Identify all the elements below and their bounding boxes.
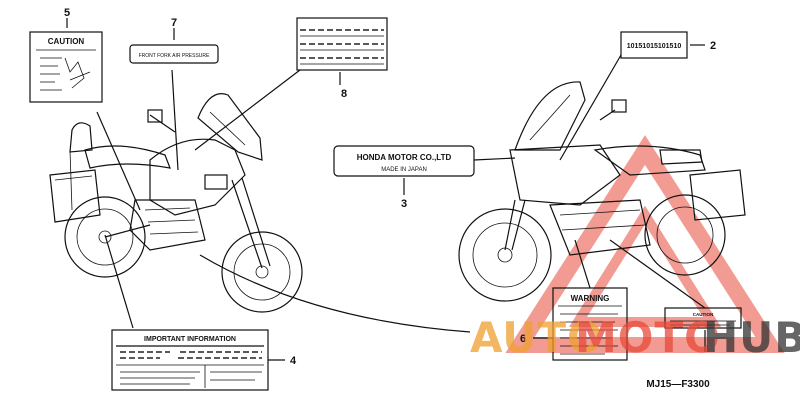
watermark-moto: MOTO (575, 313, 721, 362)
callout-3: 3 (401, 198, 407, 210)
right-motorcycle-illustration (458, 81, 746, 302)
watermark-triangle (505, 135, 785, 353)
callout-8: 8 (341, 88, 347, 100)
callout-7: 7 (171, 17, 177, 29)
callout-2: 2 (710, 40, 716, 52)
label-7-front-fork: FRONT FORK AIR PRESSURE (129, 44, 219, 64)
front-fork-label-text: FRONT FORK AIR PRESSURE (139, 53, 210, 59)
caution-small-text: CAUTION (693, 312, 714, 317)
honda-line-1: HONDA MOTOR CO.,LTD (357, 153, 452, 162)
label-8-information (296, 17, 388, 71)
serial-code-text: 10151015101510 (627, 43, 682, 50)
leader-lines (66, 18, 706, 361)
figure-code: MJ15—F3300 (646, 379, 710, 390)
honda-line-2: MADE IN JAPAN (381, 167, 427, 173)
warning-title: WARNING (571, 294, 610, 303)
callout-4: 4 (290, 355, 297, 367)
important-info-title: IMPORTANT INFORMATION (144, 336, 236, 343)
callout-5: 5 (64, 7, 70, 19)
watermark-text: AUTO MOTO HUB (470, 313, 800, 362)
label-4-important-information: IMPORTANT INFORMATION (111, 329, 269, 391)
watermark-auto: AUTO (470, 313, 604, 362)
label-caution-small: CAUTION (664, 307, 742, 329)
caution-title: CAUTION (48, 37, 85, 46)
label-3-honda-plate: HONDA MOTOR CO.,LTD MADE IN JAPAN (333, 145, 475, 177)
label-2-serial: 10151015101510 (620, 31, 688, 59)
callout-6: 6 (520, 333, 526, 345)
label-5-caution: CAUTION (29, 31, 103, 103)
watermark-hub: HUB (703, 313, 800, 362)
left-motorcycle-illustration (49, 93, 303, 313)
